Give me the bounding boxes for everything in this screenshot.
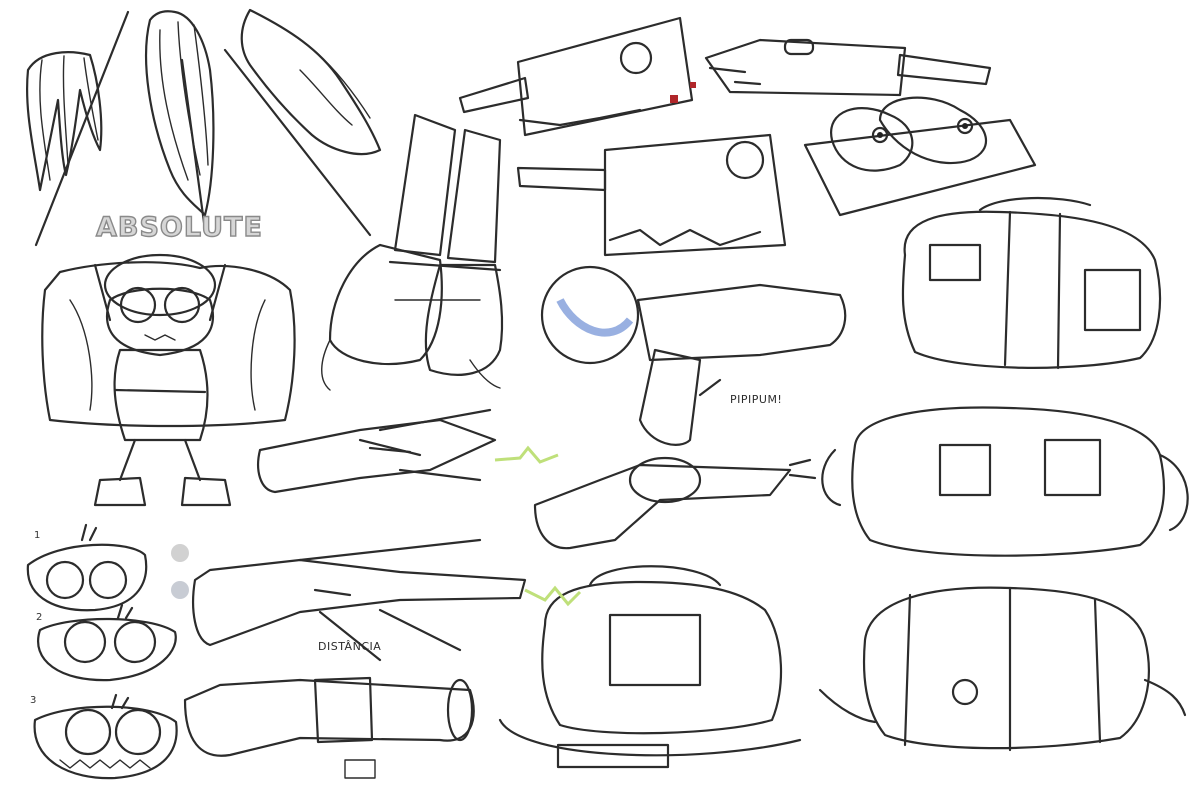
water-pistol-icon xyxy=(540,265,847,446)
cleaver-icon-bottom xyxy=(516,133,787,257)
step-1-label: 1 xyxy=(34,530,41,541)
claw-hand-violet-icon xyxy=(145,10,215,217)
face-study-3 xyxy=(33,693,178,780)
bound-hands-icon xyxy=(321,113,504,391)
meat-tray-icon xyxy=(803,96,1037,217)
swatch-blue-gray xyxy=(171,581,189,599)
face-study-2 xyxy=(37,603,177,682)
backpack-icon-2 xyxy=(821,406,1189,557)
cannon-icon xyxy=(183,676,475,779)
swatch-light xyxy=(171,544,189,562)
backpack-icon-4 xyxy=(818,586,1187,752)
scalpel-hand-icon xyxy=(223,8,382,237)
step-2-label: 2 xyxy=(36,612,43,623)
distancia-label: DISTÂNCIA xyxy=(318,640,382,653)
character-name-label: ABSOLUTE xyxy=(95,211,263,243)
revolver-icon xyxy=(533,456,817,550)
pipipum-label: PIPIPUM! xyxy=(730,393,783,406)
scalpel-pink-icon xyxy=(34,10,130,247)
step-3-label: 3 xyxy=(30,695,37,706)
cleaver-icon-right xyxy=(704,38,992,97)
scalpel-violet-icon xyxy=(180,58,207,232)
claw-launcher-icon xyxy=(257,408,559,494)
armchair-icon xyxy=(41,261,296,428)
cleaver-icon-top xyxy=(458,16,696,137)
face-study-1 xyxy=(26,523,148,612)
backpack-icon-1 xyxy=(901,196,1162,370)
character-absolute xyxy=(93,253,232,507)
backpack-icon-3 xyxy=(498,565,802,769)
rifle-icon xyxy=(192,538,582,662)
claw-hand-pink-icon xyxy=(25,51,103,192)
